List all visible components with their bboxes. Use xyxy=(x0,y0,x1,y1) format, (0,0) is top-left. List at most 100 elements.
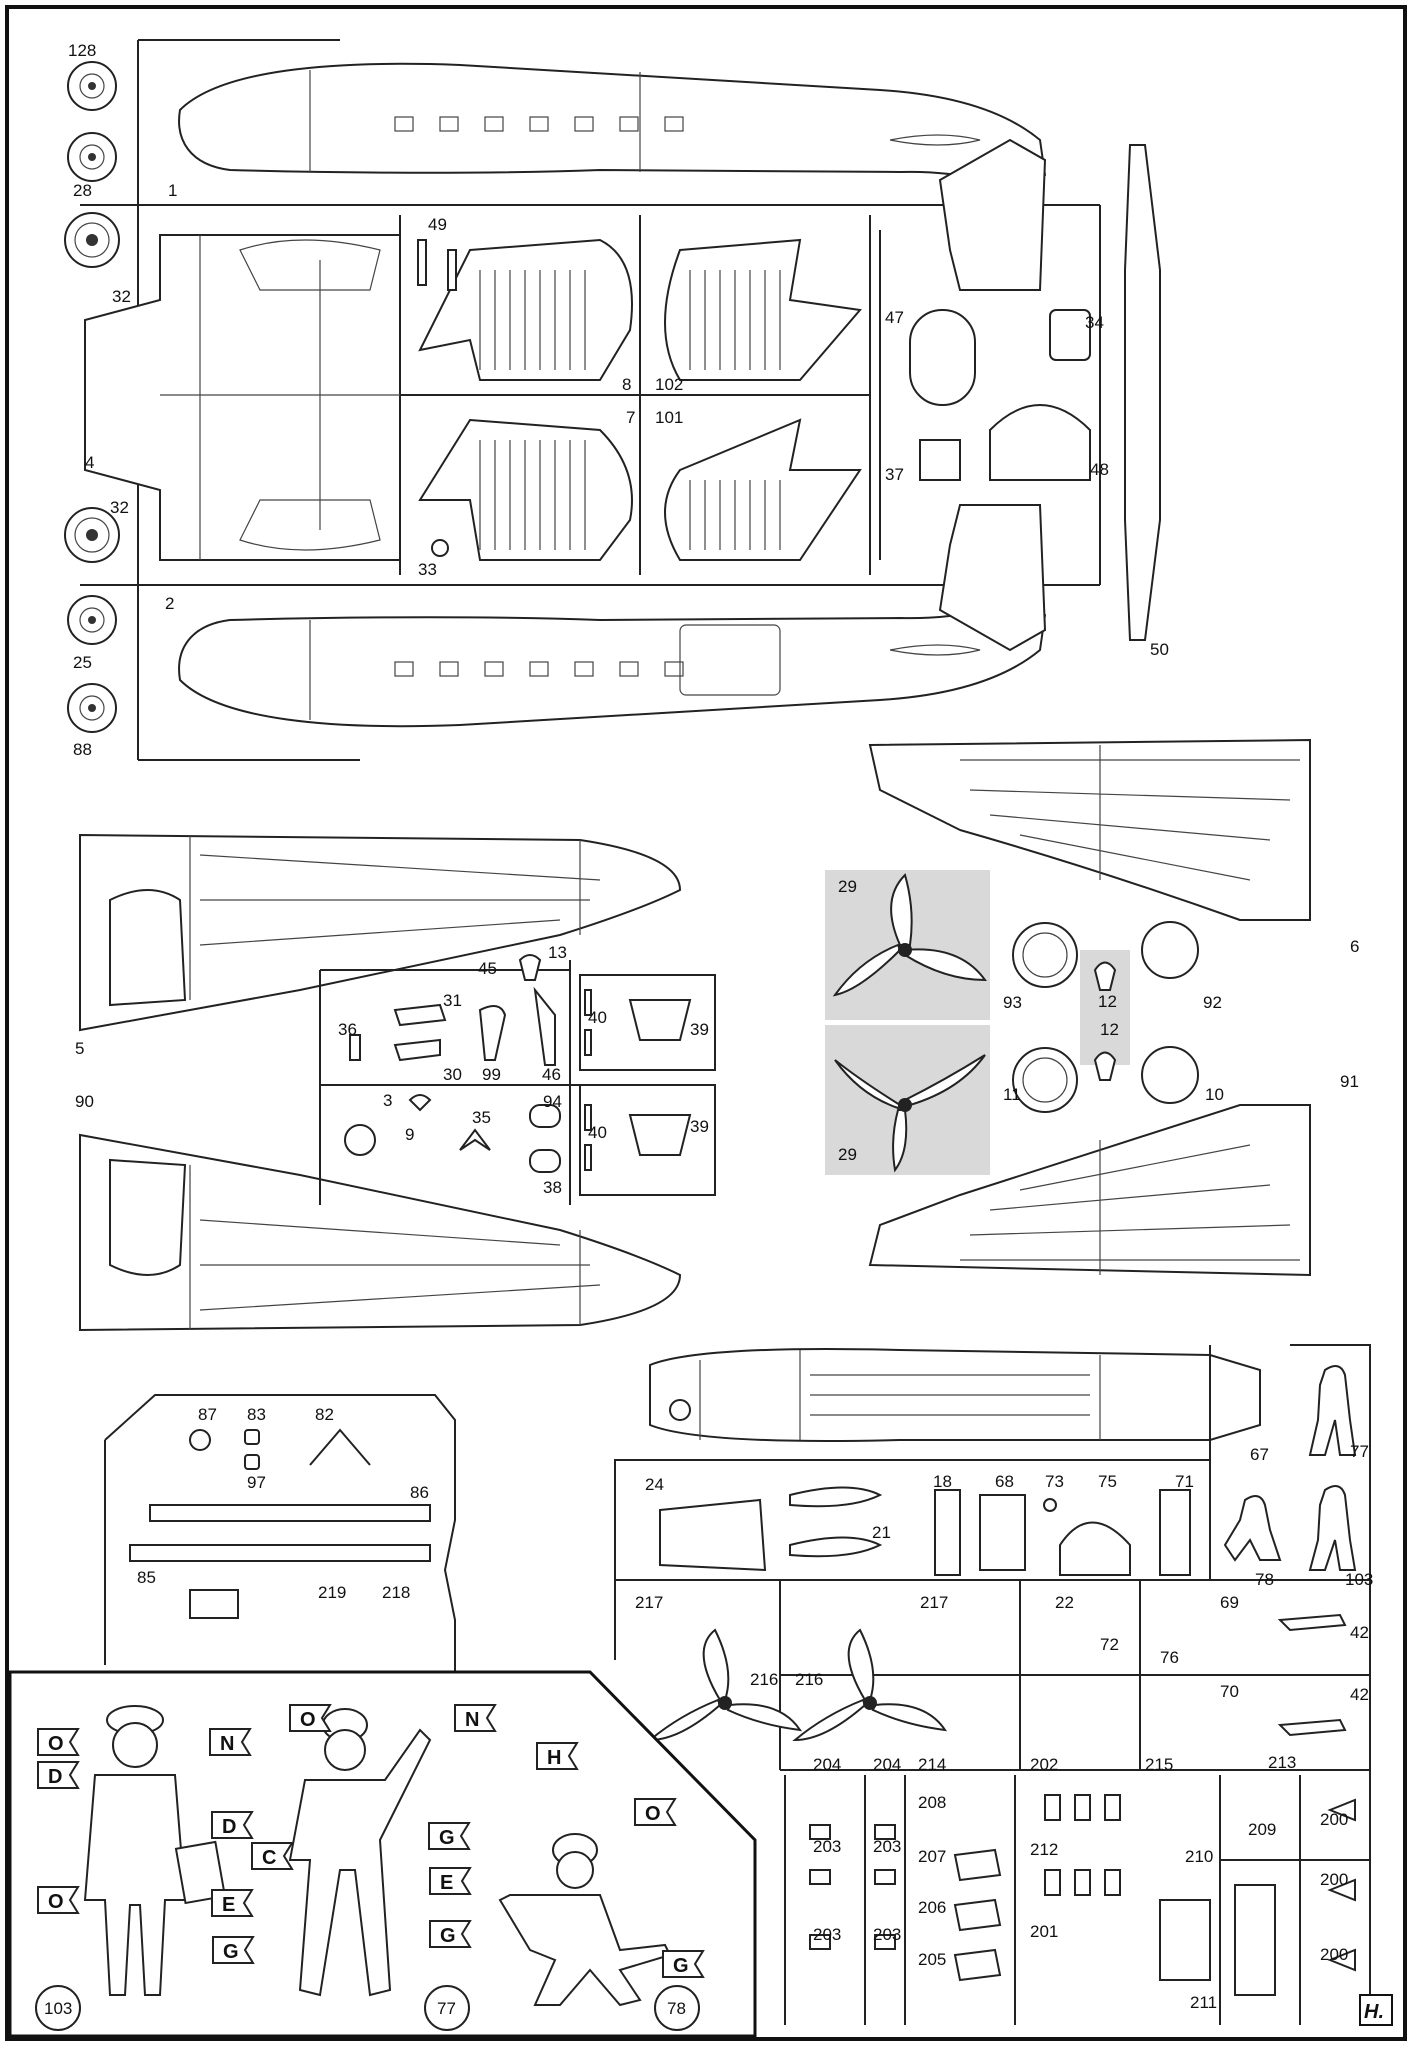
wing-center-4 xyxy=(84,234,401,561)
part-number: 30 xyxy=(443,1065,462,1084)
part-number: 212 xyxy=(1030,1840,1058,1859)
part-number: 94 xyxy=(543,1092,562,1111)
figure-103 xyxy=(83,1705,227,1996)
part-number: 76 xyxy=(1160,1648,1179,1667)
part-number: 46 xyxy=(542,1065,561,1084)
decal-parts-200-215 xyxy=(809,1794,1356,1996)
part-number: 93 xyxy=(1003,993,1022,1012)
callout-label: E xyxy=(222,1894,235,1916)
part-number: 202 xyxy=(1030,1755,1058,1774)
callout-label: N xyxy=(465,1709,479,1731)
callout-flags xyxy=(37,1704,705,1978)
part-number: 29 xyxy=(838,877,857,896)
part-number: 35 xyxy=(472,1108,491,1127)
part-number: 203 xyxy=(813,1837,841,1856)
part-number: 216 xyxy=(750,1670,778,1689)
part-number: 12 xyxy=(1098,992,1117,1011)
part-number: 205 xyxy=(918,1950,946,1969)
brand-logo xyxy=(1359,1994,1393,2026)
part-number: 38 xyxy=(543,1178,562,1197)
part-number: 7 xyxy=(626,408,635,427)
stabilizer-102 xyxy=(664,238,862,381)
part-number: 12 xyxy=(1100,1020,1119,1039)
callout-label: G xyxy=(439,1827,455,1849)
cowling-rings xyxy=(1012,921,1199,1113)
part-number: 28 xyxy=(73,181,92,200)
fuselage-half-2 xyxy=(178,504,1047,728)
engine-32b xyxy=(64,507,120,563)
figure-number-labels: 103 77 78 xyxy=(44,1999,686,2018)
part-number: 85 xyxy=(137,1568,156,1587)
cockpit-interior-parts xyxy=(659,1486,1191,1576)
part-number: 34 xyxy=(1085,313,1104,332)
propeller-29a xyxy=(825,870,990,1020)
small-parts-top xyxy=(417,239,1091,557)
wing-panel-5 xyxy=(79,833,682,1032)
part-number: 32 xyxy=(112,287,131,306)
wheel-88 xyxy=(67,683,117,733)
callout-label: G xyxy=(223,1941,239,1963)
callout-label: H xyxy=(547,1747,561,1769)
callout-label: O xyxy=(300,1709,316,1731)
part-number: 211 xyxy=(1190,1993,1217,2012)
part-number: 83 xyxy=(247,1405,266,1424)
part-number: 22 xyxy=(1055,1593,1074,1612)
part-50-strip xyxy=(1124,144,1161,641)
part-number: 203 xyxy=(873,1837,901,1856)
part-number: 218 xyxy=(382,1583,410,1602)
part-number: 128 xyxy=(68,41,96,60)
part-number: 47 xyxy=(885,308,904,327)
part-number: 209 xyxy=(1248,1820,1276,1839)
part-number: 82 xyxy=(315,1405,334,1424)
callout-label: G xyxy=(440,1925,456,1947)
part-number: 3 xyxy=(383,1091,392,1110)
wheel-25 xyxy=(67,595,117,645)
part-number: 10 xyxy=(1205,1085,1224,1104)
fuselage-half-1 xyxy=(178,62,1047,291)
part-number: 216 xyxy=(795,1670,823,1689)
brand-logo-text: H. xyxy=(1364,2001,1384,2023)
propellers-216 xyxy=(647,1628,948,1742)
part-number: 86 xyxy=(410,1483,429,1502)
sprue-lower-left xyxy=(104,1394,456,1675)
part-number: 70 xyxy=(1220,1682,1239,1701)
part-number: 24 xyxy=(645,1475,664,1494)
part-number: 1 xyxy=(168,181,177,200)
part-number: 217 xyxy=(635,1593,663,1612)
part-number: 18 xyxy=(933,1472,952,1491)
callout-label: O xyxy=(48,1733,64,1755)
part-number: 203 xyxy=(873,1925,901,1944)
part-number: 204 xyxy=(873,1755,901,1774)
part-number: 68 xyxy=(995,1472,1014,1491)
part-number: 9 xyxy=(405,1125,414,1144)
part-number: 206 xyxy=(918,1898,946,1917)
callout-label: E xyxy=(440,1872,453,1894)
wheel-128 xyxy=(67,61,117,111)
part-number: 29 xyxy=(838,1145,857,1164)
part-number: 207 xyxy=(918,1847,946,1866)
callout-letters: O N D D E O C O N G E G H O G G xyxy=(48,1709,689,1977)
part-number: 11 xyxy=(1003,1085,1021,1104)
callout-label: G xyxy=(673,1955,689,1977)
small-parts-mid xyxy=(319,954,716,1205)
part-number: 77 xyxy=(1350,1442,1369,1461)
part-number: 40 xyxy=(588,1123,607,1142)
pilot-figures-panel xyxy=(8,1670,757,2038)
callout-label: D xyxy=(48,1766,62,1788)
fuselage-bottom-67 xyxy=(649,1348,1261,1442)
part-number: 91 xyxy=(1340,1072,1359,1091)
part-number: 21 xyxy=(872,1523,891,1542)
figure-number: 78 xyxy=(667,1999,686,2018)
wing-panel-91 xyxy=(868,1104,1311,1277)
part-number: 103 xyxy=(1345,1570,1373,1589)
wheel-28 xyxy=(67,132,117,182)
part-number: 71 xyxy=(1175,1472,1194,1491)
part-number: 201 xyxy=(1030,1922,1058,1941)
figure-number: 77 xyxy=(437,1999,456,2018)
part-number: 45 xyxy=(478,959,497,978)
part-number: 42 xyxy=(1350,1685,1369,1704)
figure-77 xyxy=(288,1708,432,1997)
callout-label: C xyxy=(262,1847,276,1869)
part-number: 5 xyxy=(75,1039,84,1058)
